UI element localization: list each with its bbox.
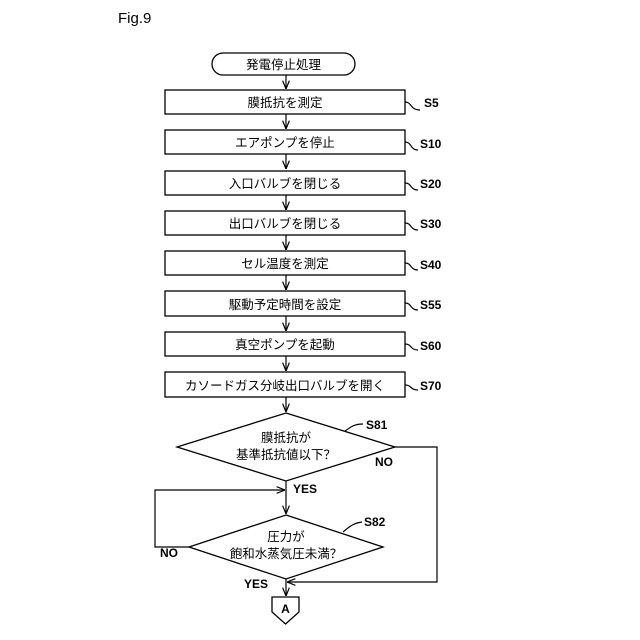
step-s5: 膜抵抗を測定 S5 <box>165 90 439 114</box>
decision-s82: 圧力が 飽和水蒸気圧未満？ S82 NO YES <box>160 515 386 591</box>
step-text: セル温度を測定 <box>241 256 329 271</box>
step-label: S30 <box>420 217 442 231</box>
step-text: 真空ポンプを起動 <box>235 337 335 352</box>
decision-label: S81 <box>366 418 388 432</box>
step-label: S40 <box>420 258 442 272</box>
offpage-connector: A <box>272 597 299 624</box>
step-s40: セル温度を測定 S40 <box>165 251 442 275</box>
decision-text-line2: 基準抵抗値以下？ <box>236 447 336 462</box>
step-label: S60 <box>420 339 442 353</box>
step-text: 出口バルブを閉じる <box>229 216 342 231</box>
decision-text-line1: 圧力が <box>267 529 305 544</box>
step-s55: 駆動予定時間を設定 S55 <box>165 291 442 316</box>
step-s10: エアポンプを停止 S10 <box>165 130 442 154</box>
start-terminator: 発電停止処理 <box>212 53 355 75</box>
decision-text-line2: 飽和水蒸気圧未満？ <box>230 546 343 561</box>
step-s70: カソードガス分岐出口バルブを開く S70 <box>165 372 442 397</box>
step-text: 膜抵抗を測定 <box>247 95 322 110</box>
step-s60: 真空ポンプを起動 S60 <box>165 332 442 356</box>
no-label: NO <box>160 546 178 560</box>
decision-text-line1: 膜抵抗が <box>261 430 312 445</box>
step-label: S20 <box>420 177 442 191</box>
no-label: NO <box>375 455 393 469</box>
step-text: 駆動予定時間を設定 <box>229 297 342 312</box>
yes-label: YES <box>244 577 268 591</box>
step-text: 入口バルブを閉じる <box>229 176 342 191</box>
step-label: S10 <box>420 137 442 151</box>
step-label: S70 <box>420 379 442 393</box>
start-label: 発電停止処理 <box>246 57 322 72</box>
step-text: エアポンプを停止 <box>235 135 335 150</box>
step-label: S5 <box>424 96 439 110</box>
figure-label: Fig.9 <box>118 10 151 27</box>
step-s20: 入口バルブを閉じる S20 <box>165 171 442 195</box>
yes-label: YES <box>293 482 317 496</box>
step-text: カソードガス分岐出口バルブを開く <box>185 378 385 393</box>
decision-label: S82 <box>364 515 386 529</box>
connector-label: A <box>281 602 290 616</box>
step-s30: 出口バルブを閉じる S30 <box>165 211 442 235</box>
step-label: S55 <box>420 298 442 312</box>
